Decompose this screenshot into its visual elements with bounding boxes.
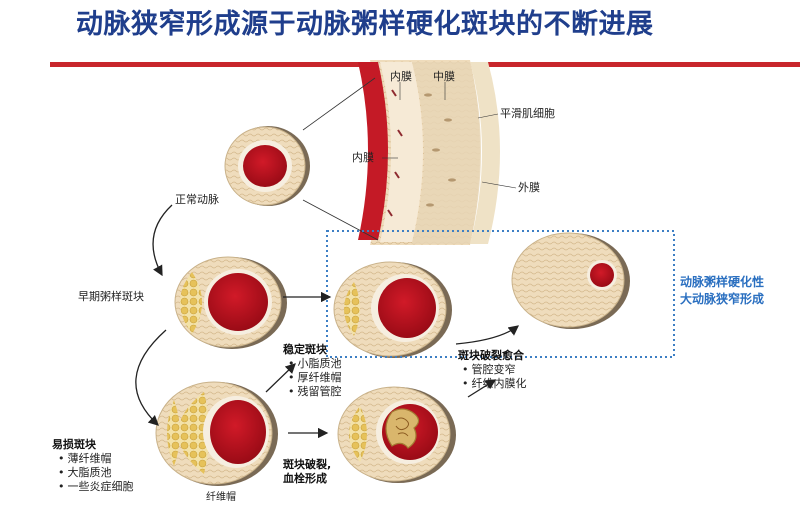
callout-line-2: 大动脉狭窄形成	[680, 292, 765, 306]
healed-plaque-heading: 斑块破裂愈合	[458, 349, 524, 362]
stenosed-artery-illustration	[511, 232, 630, 329]
ruptured-plaque-illustration	[337, 386, 456, 483]
normal-artery-illustration	[224, 126, 310, 206]
stable-item: 小脂质池	[288, 357, 342, 371]
label-adventitia: 外膜	[518, 181, 540, 194]
vulnerable-item: 薄纤维帽	[58, 452, 134, 466]
healed-plaque-list: 管腔变窄 纤维内膜化	[462, 363, 527, 391]
vulnerable-plaque-list: 薄纤维帽 大脂质池 一些炎症细胞	[58, 452, 134, 494]
stable-item: 厚纤维帽	[288, 371, 342, 385]
rupture-caption-line-2: 血栓形成	[283, 472, 327, 485]
label-intima-top: 内膜	[390, 70, 412, 83]
wall-section-illustration	[358, 60, 500, 245]
vulnerable-item: 一些炎症细胞	[58, 480, 134, 494]
stable-item: 残留管腔	[288, 385, 342, 399]
label-fibrous-cap: 纤维帽	[206, 492, 236, 503]
stable-plaque-list: 小脂质池 厚纤维帽 残留管腔	[288, 357, 342, 399]
label-early-plaque: 早期粥样斑块	[78, 290, 144, 303]
stenosis-callout: 动脉粥样硬化性 大动脉狭窄形成	[680, 274, 764, 308]
healed-item: 纤维内膜化	[462, 377, 527, 391]
stable-plaque-illustration	[333, 261, 452, 358]
label-normal-artery: 正常动脉	[175, 193, 219, 206]
vulnerable-plaque-heading: 易损斑块	[52, 438, 96, 451]
label-smooth-muscle: 平滑肌细胞	[500, 107, 555, 120]
stenosis-progression-box	[326, 230, 675, 358]
early-plaque-illustration	[174, 256, 287, 349]
rupture-caption-line-1: 斑块破裂,	[283, 458, 332, 471]
vulnerable-plaque-illustration	[155, 381, 278, 486]
stable-plaque-heading: 稳定斑块	[283, 343, 327, 356]
label-media: 中膜	[433, 70, 455, 83]
callout-line-1: 动脉粥样硬化性	[680, 275, 765, 289]
vulnerable-item: 大脂质池	[58, 466, 134, 480]
label-intima-mid: 内膜	[352, 151, 374, 164]
page-title: 动脉狭窄形成源于动脉粥样硬化斑块的不断进展	[76, 9, 654, 40]
healed-item: 管腔变窄	[462, 363, 527, 377]
